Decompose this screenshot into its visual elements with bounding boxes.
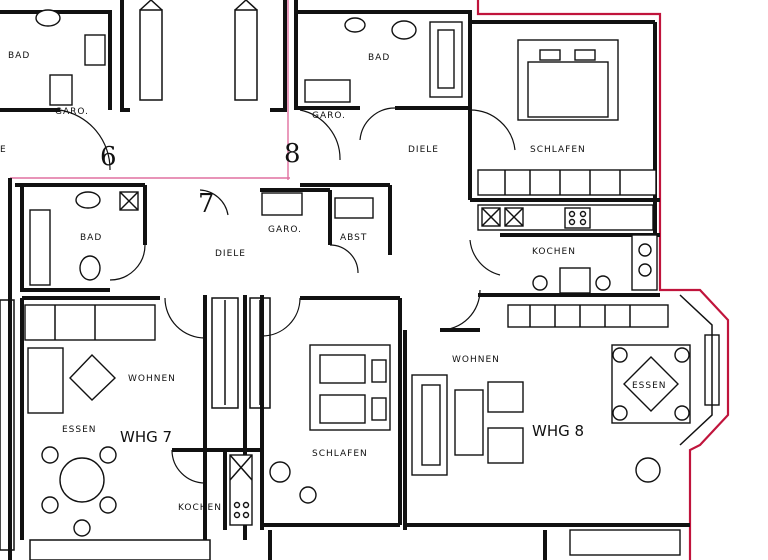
room-label-schlafen-upper: SCHLAFEN [530, 145, 586, 155]
apartment-labels: WHG 7 WHG 8 [120, 422, 584, 446]
building-outline [10, 0, 730, 560]
room-label-schlafen-lower: SCHLAFEN [312, 449, 368, 459]
furniture [24, 9, 720, 556]
room-label-bad-mid-left: BAD [80, 233, 102, 243]
unit-numbers: 6 8 7 [100, 139, 301, 219]
room-label-bad-top-mid: BAD [368, 53, 390, 63]
unit-number-7: 7 [198, 189, 215, 219]
apartment-label-whg7: WHG 7 [120, 428, 172, 446]
room-label-garo-mid: GARO. [312, 111, 346, 121]
room-label-abst: ABST [340, 233, 367, 243]
room-label-wohnen-right: WOHNEN [452, 355, 500, 365]
edge-mark-left: E [0, 145, 7, 155]
room-label-bad-top-left: BAD [8, 51, 30, 61]
room-label-wohnen-left: WOHNEN [128, 374, 176, 384]
room-label-diele-lower: DIELE [215, 249, 246, 259]
room-label-diele-upper: DIELE [408, 145, 439, 155]
doors [59, 107, 516, 484]
room-label-garo-lower: GARO. [268, 225, 302, 235]
unit-number-8: 8 [284, 139, 301, 169]
room-label-garo-top-left: GARO. [55, 107, 89, 117]
stair-hatching [0, 0, 271, 560]
walls [0, 0, 690, 560]
room-label-kochen-bottom: KOCHEN [178, 503, 222, 513]
unit-number-6: 6 [100, 142, 117, 172]
room-label-essen-right: ESSEN [632, 381, 667, 391]
room-label-kochen-right: KOCHEN [532, 247, 576, 257]
apartment-label-whg8: WHG 8 [532, 422, 584, 440]
room-labels: BAD GARO. BAD GARO. DIELE SCHLAFEN BAD G… [0, 51, 667, 513]
room-label-essen-left: ESSEN [62, 425, 97, 435]
